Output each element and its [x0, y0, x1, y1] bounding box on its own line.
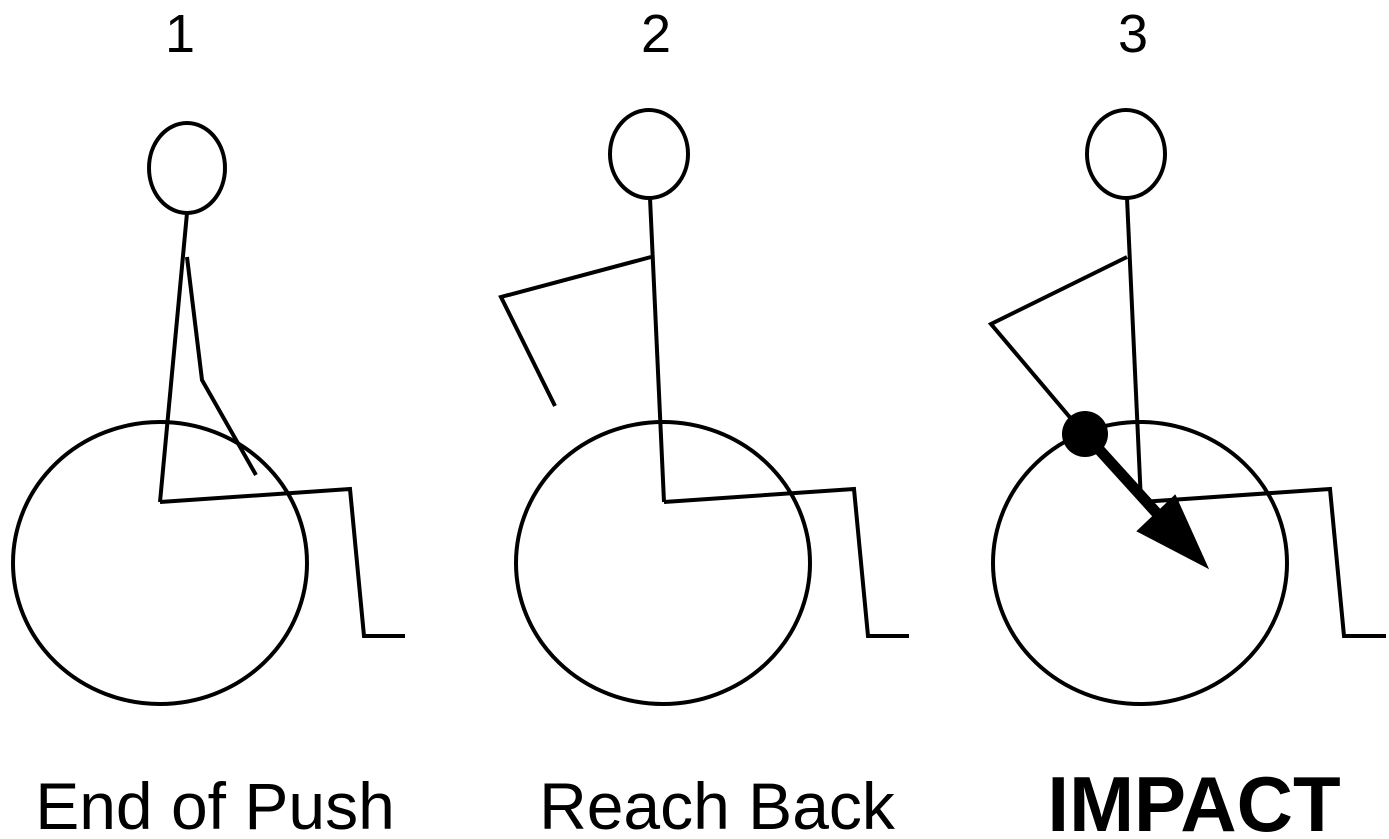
panel-1-head — [147, 121, 227, 215]
panel-3-chair-frame — [1140, 486, 1386, 638]
panel-3-head — [1085, 108, 1167, 200]
panel-3-number: 3 — [1118, 4, 1148, 64]
panel-3-wheel — [991, 420, 1289, 706]
panel-1-number: 1 — [165, 4, 195, 64]
panel-1-wheel — [11, 420, 309, 706]
panel-1-caption: End of Push — [35, 769, 395, 839]
panel-2-number: 2 — [641, 4, 671, 64]
panel-3-caption: IMPACT — [1047, 760, 1340, 839]
panel-3-arm — [987, 255, 1128, 436]
panel-3: 3 IMPACT — [987, 4, 1386, 839]
panel-3-torso — [1125, 197, 1143, 503]
panel-1-arm — [185, 256, 258, 476]
panel-2: 2 Reach Back — [498, 4, 909, 839]
panel-1-chair-frame — [159, 486, 405, 638]
panel-1-torso — [158, 212, 189, 503]
panel-2-chair-frame — [663, 486, 909, 638]
panel-2-caption: Reach Back — [539, 769, 896, 839]
panel-2-torso — [648, 197, 666, 503]
panel-2-head — [608, 108, 690, 200]
panel-1: 1 End of Push — [11, 4, 405, 839]
impact-arrow-head-icon — [1136, 494, 1210, 570]
panel-2-wheel — [514, 420, 812, 706]
panel-2-arm — [498, 255, 652, 407]
